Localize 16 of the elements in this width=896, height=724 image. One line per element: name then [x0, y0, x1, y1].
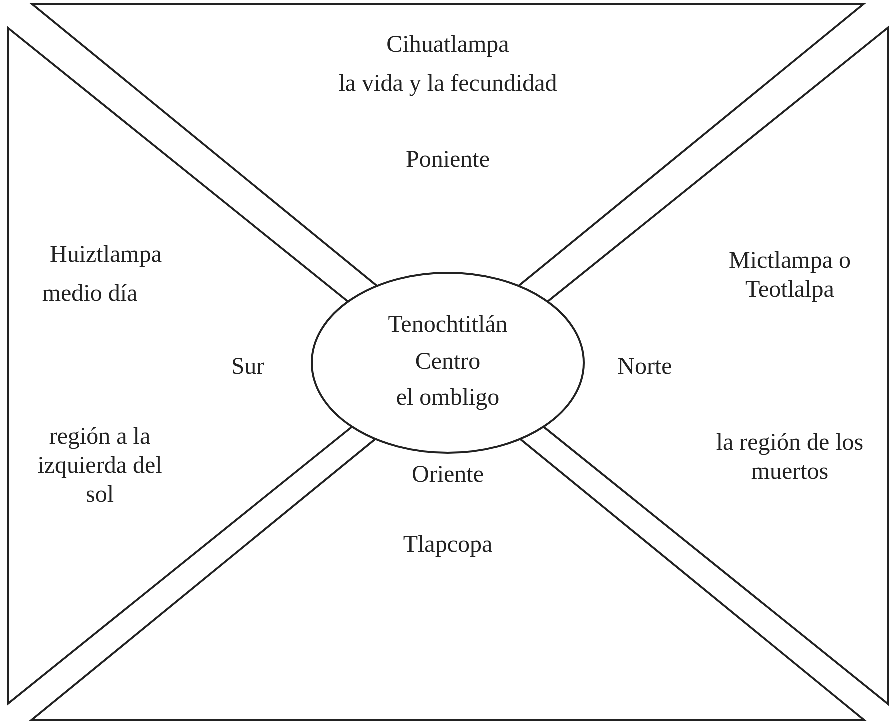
region-meaning: medio día — [41, 280, 139, 308]
city-name: Tenochtitlán — [387, 310, 509, 340]
region-name: Tlapcopa — [402, 530, 494, 560]
direction-label: Norte — [616, 352, 674, 382]
region-name: Mictlampa o Teotlalpa — [728, 247, 852, 305]
direction-label: Sur — [230, 352, 266, 382]
region-meaning: la vida y la fecundidad — [338, 70, 558, 98]
direction-label: Oriente — [411, 460, 485, 490]
region-name: Huiztlampa — [49, 240, 163, 270]
center-meaning: el ombligo — [395, 384, 501, 412]
center-ellipse — [311, 272, 585, 454]
region-meaning: la región de los muertos — [715, 429, 865, 487]
center-label: Centro — [414, 348, 482, 376]
region-name: Cihuatlampa — [386, 30, 510, 60]
region-meaning: región a la izquierda del sol — [36, 422, 164, 510]
direction-label: Poniente — [405, 146, 491, 174]
